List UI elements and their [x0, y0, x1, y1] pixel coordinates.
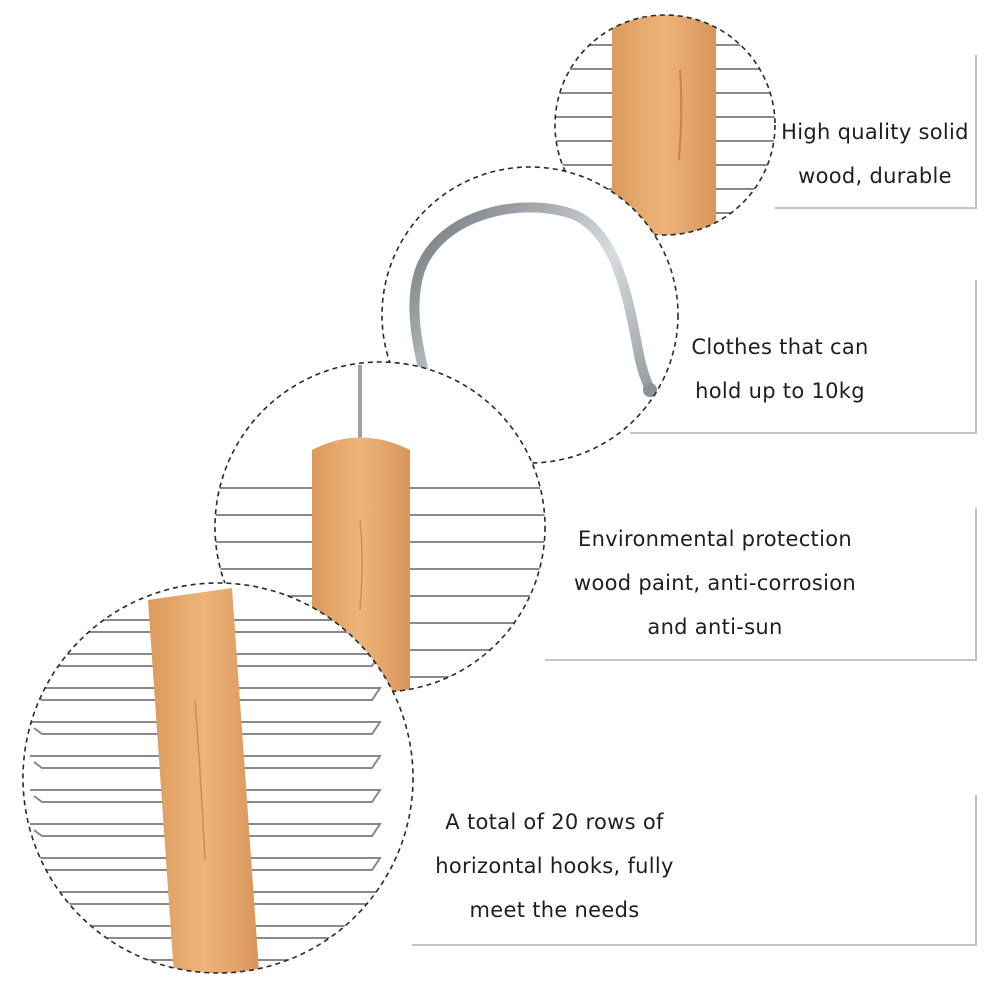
caption-line: wood paint, anti-corrosion: [573, 571, 857, 595]
hook-row: [30, 823, 382, 837]
frame-paint: [545, 508, 977, 661]
caption-rows: A total of 20 rows of horizontal hooks, …: [412, 800, 697, 932]
caption-hook: Clothes that can hold up to 10kg: [660, 325, 900, 413]
frame-rows: [412, 795, 977, 946]
detail-circle-wood: [554, 14, 776, 236]
caption-line: and anti-sun: [647, 615, 783, 639]
hook-row: [30, 755, 382, 769]
caption-line: wood, durable: [798, 164, 952, 188]
caption-line: horizontal hooks, fully: [435, 854, 674, 878]
frame-wood: [775, 55, 977, 209]
wood-closeup: [612, 15, 716, 235]
hook-row: [30, 789, 382, 803]
caption-line: Environmental protection: [578, 527, 852, 551]
hook-row: [30, 721, 382, 735]
metal-hook: [409, 202, 657, 463]
caption-line: A total of 20 rows of: [445, 810, 664, 834]
caption-wood: High quality solid wood, durable: [760, 110, 990, 198]
caption-line: hold up to 10kg: [695, 379, 865, 403]
caption-line: High quality solid: [781, 120, 969, 144]
frame-hook: [630, 280, 977, 434]
caption-paint: Environmental protection wood paint, ant…: [545, 517, 885, 649]
wood-bar-closeup: [148, 588, 260, 973]
caption-line: meet the needs: [469, 898, 640, 922]
frame-lines: [412, 55, 977, 946]
detail-circle-rows: [22, 582, 414, 974]
caption-line: Clothes that can: [691, 335, 869, 359]
